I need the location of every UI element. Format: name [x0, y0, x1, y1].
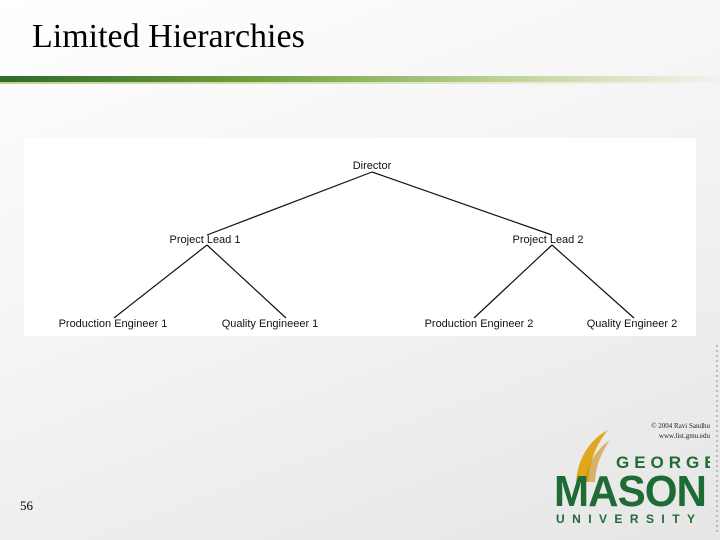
node-project-lead-1: Project Lead 1 — [170, 234, 241, 246]
title-underline-accent — [0, 82, 720, 84]
logo-university-text: UNIVERSITY — [556, 512, 704, 526]
edge-lead2-prod2 — [473, 244, 553, 319]
edge-lead1-prod1 — [113, 244, 208, 319]
edge-director-lead1 — [206, 171, 373, 236]
edge-lead1-qual1 — [206, 244, 287, 319]
node-production-engineer-1: Production Engineer 1 — [59, 318, 168, 330]
website-line: www.list.gmu.edu — [658, 432, 710, 440]
right-edge-dots — [716, 345, 718, 535]
node-quality-engineer-1: Quality Engineeer 1 — [222, 318, 319, 330]
node-director: Director — [353, 160, 392, 172]
slide-title: Limited Hierarchies — [32, 18, 305, 55]
edge-director-lead2 — [371, 171, 553, 236]
copyright-notice: © 2004 Ravi Sandhu www.list.gmu.edu — [580, 421, 710, 441]
hierarchy-svg: Director Project Lead 1 Project Lead 2 P… — [59, 160, 678, 330]
org-hierarchy-diagram: Director Project Lead 1 Project Lead 2 P… — [24, 138, 696, 336]
george-mason-logo: GEORGE MASON UNIVERSITY — [548, 424, 716, 528]
logo-swoosh-icon — [576, 430, 608, 482]
logo-svg: GEORGE MASON UNIVERSITY — [554, 430, 716, 526]
logo-mason-text: MASON — [554, 467, 706, 516]
edge-lead2-qual2 — [551, 244, 635, 319]
page-number: 56 — [20, 498, 33, 513]
copyright-line: © 2004 Ravi Sandhu — [651, 422, 710, 430]
node-production-engineer-2: Production Engineer 2 — [425, 318, 534, 330]
node-project-lead-2: Project Lead 2 — [513, 234, 584, 246]
node-quality-engineer-2: Quality Engineer 2 — [587, 318, 678, 330]
title-underline-bar — [0, 76, 720, 82]
logo-george-text: GEORGE — [616, 453, 710, 472]
